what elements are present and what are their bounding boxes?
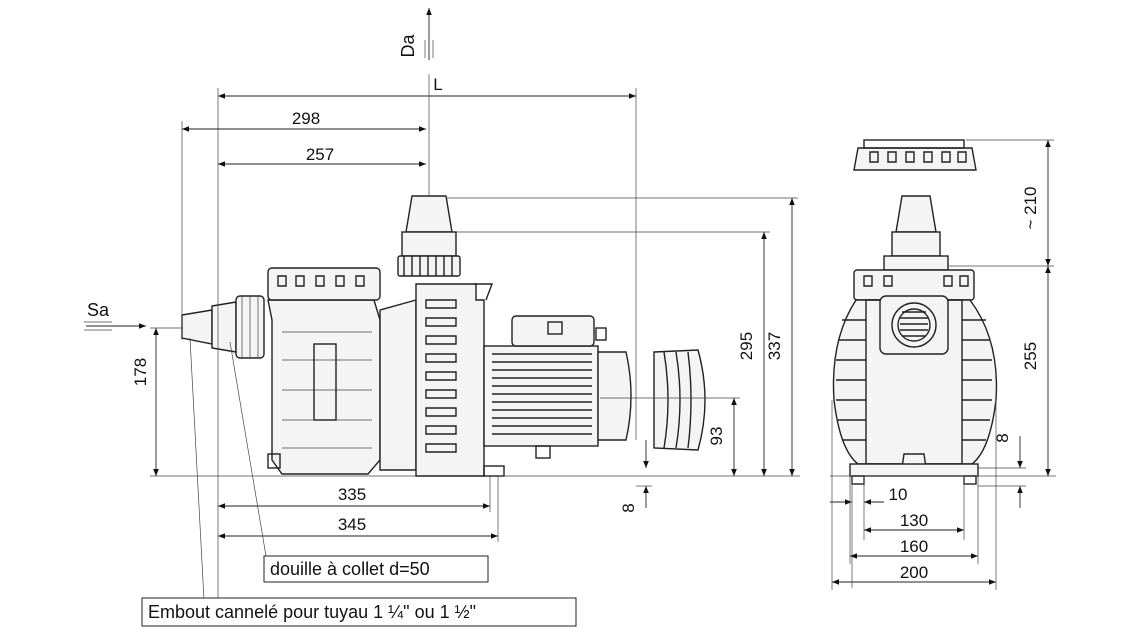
callout-hose-tail-text: Embout cannelé pour tuyau 1 ¼" ou 1 ½" <box>148 602 476 622</box>
dim-295: 295 <box>737 332 756 360</box>
dim-298: 298 <box>292 109 320 128</box>
dim-257: 257 <box>306 145 334 164</box>
side-dimensions: ~ 210 255 8 10 130 160 200 <box>830 139 1054 590</box>
dim-L: L <box>433 75 442 94</box>
dim-210: ~ 210 <box>1021 186 1040 229</box>
pump-side-view <box>830 139 1056 485</box>
dim-160: 160 <box>900 537 928 556</box>
discharge-label: Da <box>398 34 418 58</box>
dim-8-side: 8 <box>993 433 1012 442</box>
dim-10: 10 <box>889 485 908 504</box>
suction-arrow: Sa <box>84 300 146 331</box>
dim-255: 255 <box>1021 342 1040 370</box>
dim-200: 200 <box>900 563 928 582</box>
dim-130: 130 <box>900 511 928 530</box>
dim-345: 345 <box>338 515 366 534</box>
callout-socket: douille à collet d=50 <box>229 341 489 583</box>
dim-335: 335 <box>338 485 366 504</box>
dim-178: 178 <box>131 358 150 386</box>
discharge-arrow: Da <box>398 7 434 60</box>
dim-337: 337 <box>765 332 784 360</box>
pump-front-view <box>150 195 800 477</box>
dim-93: 93 <box>707 427 726 446</box>
callout-hose-tail: Embout cannelé pour tuyau 1 ¼" ou 1 ½" <box>141 337 577 627</box>
suction-label: Sa <box>87 300 110 320</box>
dim-8-front: 8 <box>619 503 638 512</box>
callout-socket-text: douille à collet d=50 <box>270 559 430 579</box>
front-dimensions: L 298 257 178 335 345 295 337 93 <box>131 74 798 600</box>
